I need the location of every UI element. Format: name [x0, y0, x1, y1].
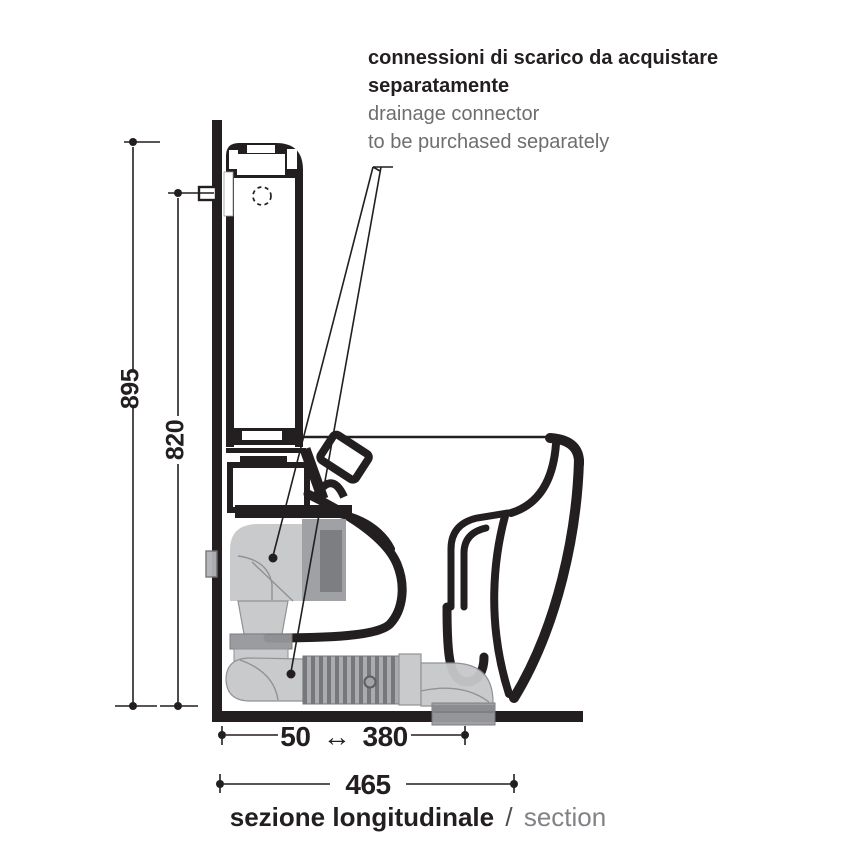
elbow-funnel — [237, 600, 289, 635]
dimension-lines — [115, 138, 518, 793]
dim-50-380 — [218, 726, 469, 745]
annotation-leaders — [268, 166, 393, 679]
cistern-fixing-hole — [252, 186, 272, 206]
pipe-screw-detail — [363, 675, 377, 689]
drain-range-max: 380 — [362, 721, 409, 752]
annotation-bold-line1: connessioni di scarico da acquistare — [368, 47, 719, 69]
dim-895 — [115, 138, 160, 710]
drainage-connectors — [205, 519, 496, 726]
drain-range-min: 50 — [280, 721, 311, 752]
corrugated-pipe — [302, 655, 402, 705]
seat-hinge — [316, 430, 373, 484]
caption-italian: sezione longitudinale — [229, 802, 495, 832]
caption-separator: / — [505, 802, 513, 832]
dim-label-drain-range: 50 ↔ 380 — [280, 721, 409, 753]
dim-label-total-height: 895 — [116, 368, 145, 410]
dim-820 — [160, 189, 214, 710]
drain-connector-annotation: connessioni di scarico da acquistare sep… — [368, 44, 718, 156]
annotation-gray-line1: drainage connector — [368, 103, 540, 125]
toilet-bowl — [263, 433, 584, 703]
bowl-outer-profile — [509, 455, 584, 703]
double-arrow-icon: ↔ — [322, 721, 351, 752]
cistern — [197, 143, 306, 462]
dim-label-total-depth: 465 — [345, 769, 391, 800]
drawing-caption: sezione longitudinale / section — [0, 802, 836, 833]
annotation-gray-line2: to be purchased separately — [368, 131, 610, 153]
wall-fixing-tab — [205, 550, 218, 578]
annotation-bold-line2: separatamente — [368, 75, 510, 97]
flush-mechanism — [227, 430, 373, 518]
wall-and-floor — [212, 120, 583, 722]
vertical-elbow — [230, 524, 302, 601]
dim-label-inlet-height: 820 — [161, 419, 190, 461]
caption-english: section — [523, 802, 607, 832]
horizontal-elbow — [225, 657, 304, 702]
dim-465 — [216, 774, 518, 793]
